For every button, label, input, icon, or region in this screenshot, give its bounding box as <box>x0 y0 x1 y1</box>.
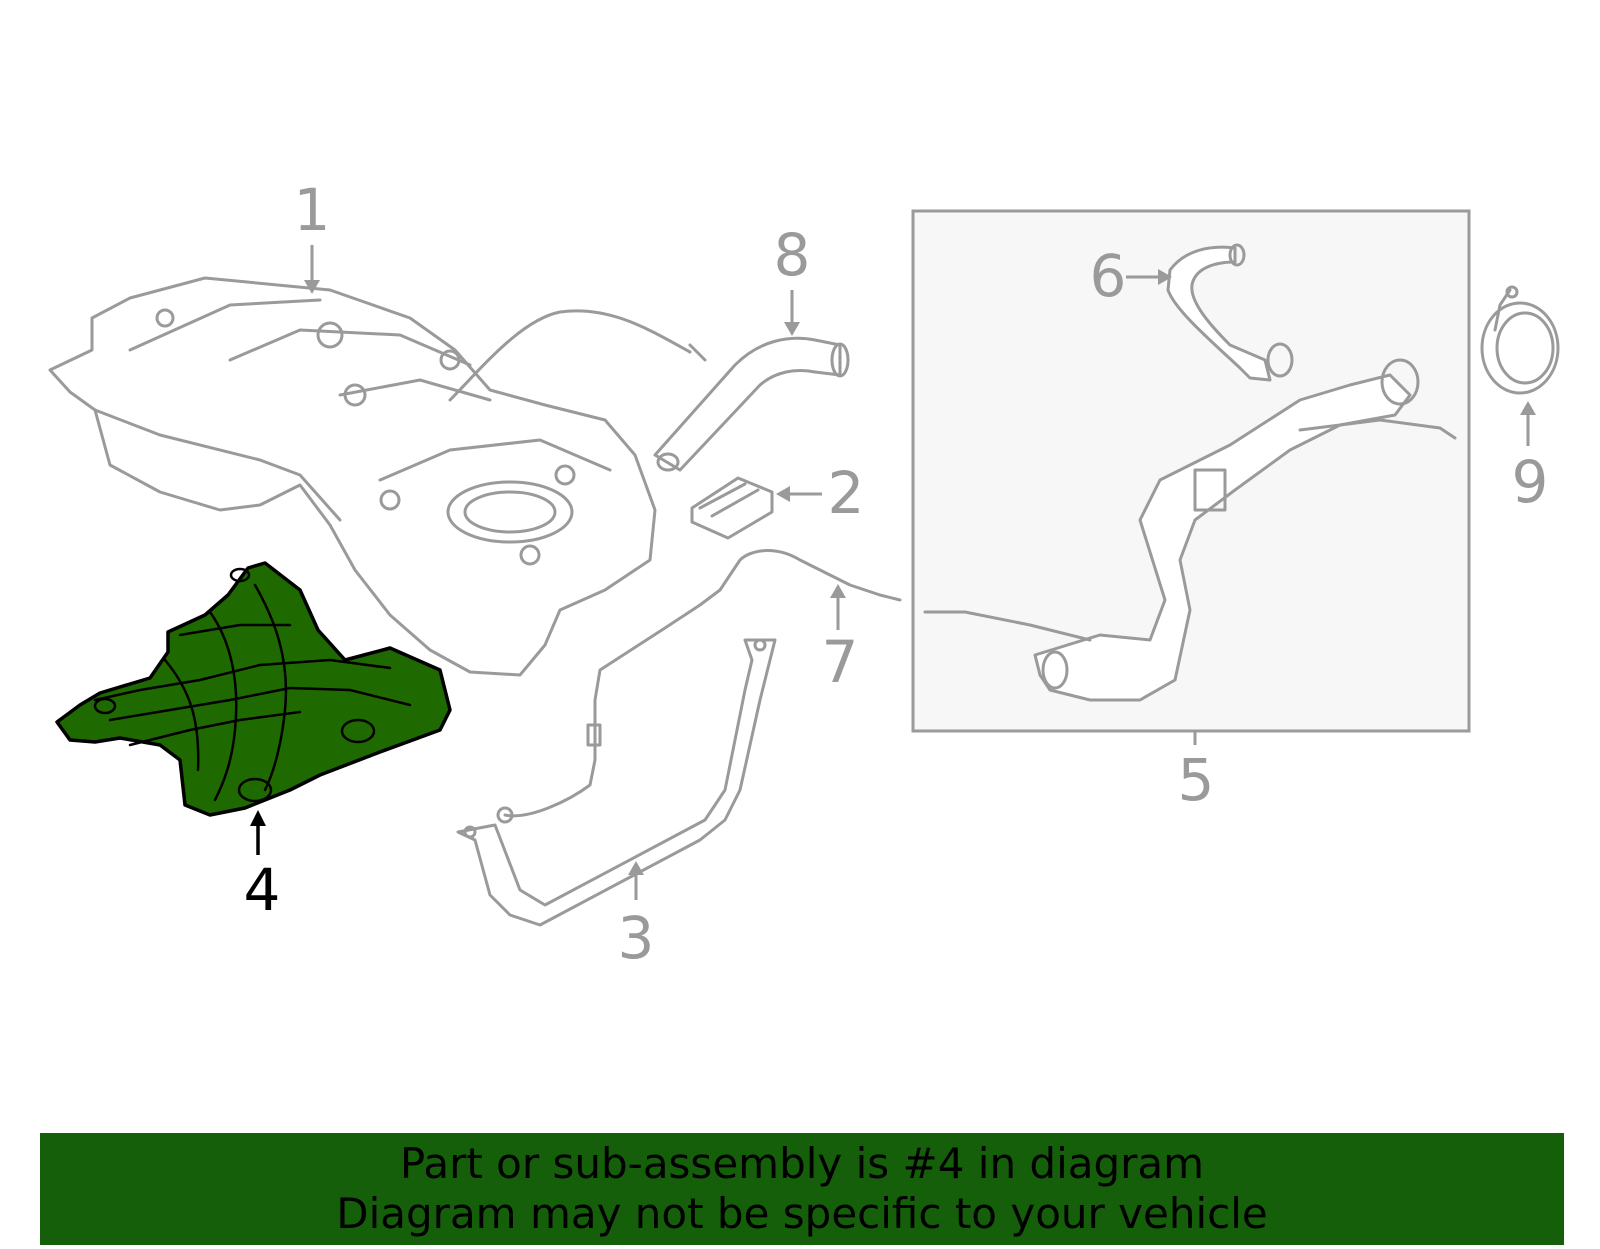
leader-3 <box>628 861 644 900</box>
leader-8 <box>784 290 800 336</box>
part-6-vent-hose[interactable] <box>1166 243 1294 382</box>
callout-6[interactable]: 6 <box>1090 242 1127 310</box>
callout-5[interactable]: 5 <box>1178 746 1215 814</box>
part-4-heat-shield[interactable] <box>55 561 452 817</box>
part-2-pad[interactable] <box>690 476 774 540</box>
part-7-tube[interactable] <box>496 549 902 824</box>
part-5-filler-neck-box[interactable] <box>911 209 1471 733</box>
leader-1 <box>304 245 320 294</box>
info-banner: Part or sub-assembly is #4 in diagram Di… <box>40 1133 1564 1245</box>
callout-3[interactable]: 3 <box>618 904 655 972</box>
part-9-fuel-cap[interactable] <box>1480 285 1560 395</box>
part-3-strap[interactable] <box>456 638 777 927</box>
callout-9[interactable]: 9 <box>1512 448 1549 516</box>
banner-line-1: Part or sub-assembly is #4 in diagram <box>399 1139 1205 1188</box>
leader-6 <box>1126 269 1172 285</box>
banner-line-2: Diagram may not be specific to your vehi… <box>336 1189 1268 1238</box>
callout-4[interactable]: 4 <box>244 856 281 924</box>
part-8-hose[interactable] <box>653 336 850 472</box>
leader-4 <box>250 810 266 855</box>
leader-7 <box>830 584 846 630</box>
callout-1[interactable]: 1 <box>294 176 331 244</box>
leader-9 <box>1520 401 1536 446</box>
part-1-fuel-tank[interactable] <box>48 276 707 677</box>
callout-2[interactable]: 2 <box>828 459 865 527</box>
leader-2 <box>776 486 822 502</box>
callout-7[interactable]: 7 <box>822 628 859 696</box>
callout-8[interactable]: 8 <box>774 221 811 289</box>
